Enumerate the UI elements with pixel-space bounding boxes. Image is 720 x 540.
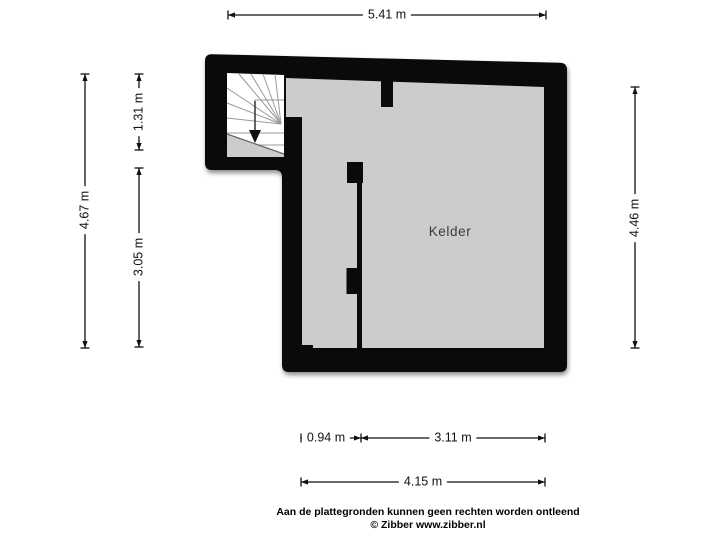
dim-label-left-upper: 1.31 m xyxy=(130,87,148,137)
copyright-text: © Zibber www.zibber.nl xyxy=(370,518,486,531)
dim-label-top: 5.41 m xyxy=(362,6,412,24)
room-floor xyxy=(286,78,544,348)
dim-label-bottom-left: 0.94 m xyxy=(301,429,351,447)
interior-walls xyxy=(300,66,393,349)
stair-cut-line xyxy=(226,133,285,155)
stair-down-arrow-icon xyxy=(249,101,261,143)
dim-label-bottom-right: 3.11 m xyxy=(429,429,477,447)
floorplan: Kelder xyxy=(205,54,567,372)
dim-label-left-lower: 3.05 m xyxy=(130,232,148,282)
disclaimer-text: Aan de plattegronden kunnen geen rechten… xyxy=(276,506,580,518)
staircase-floor-wedge xyxy=(227,134,284,157)
footer-disclaimer: Aan de plattegronden kunnen geen rechten… xyxy=(276,506,579,531)
dim-label-right: 4.46 m xyxy=(626,193,644,243)
dim-label-bottom-total: 4.15 m xyxy=(398,473,448,491)
dim-label-left-outer: 4.67 m xyxy=(76,185,94,235)
room-label: Kelder xyxy=(429,224,472,239)
